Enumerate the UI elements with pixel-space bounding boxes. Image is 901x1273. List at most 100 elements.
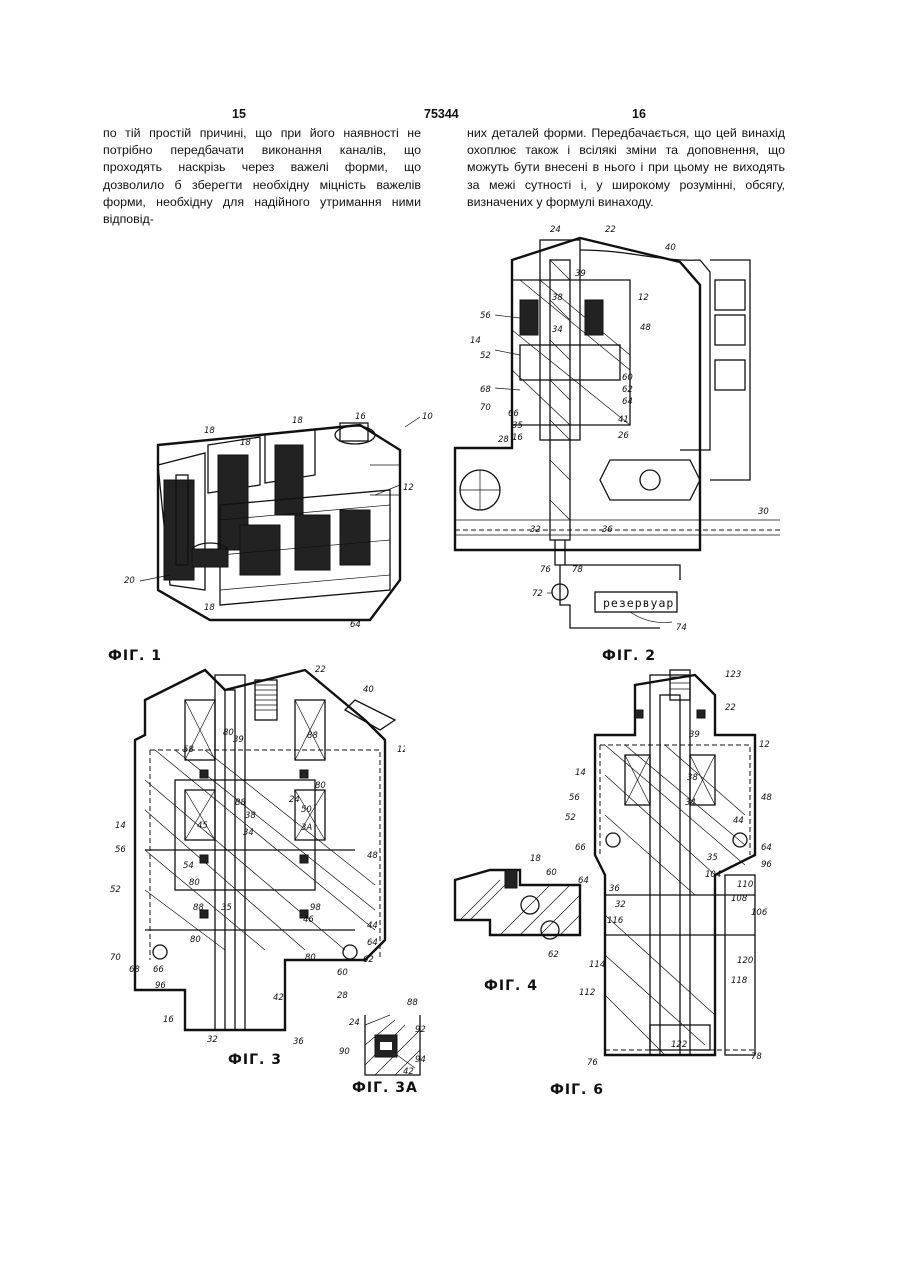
fig3-label: 12: [397, 745, 405, 755]
fig6-label: 38: [687, 773, 698, 783]
fig6-label: 52: [565, 813, 576, 823]
fig6-label: 36: [609, 884, 620, 894]
fig3-label: 80: [189, 878, 200, 888]
fig3-label: 14: [115, 821, 126, 831]
fig3-label: 70: [110, 953, 121, 963]
figure-6-drawing: 123 22 39 12 14 56 38 48 52 34 44 66 35 …: [565, 665, 785, 1090]
fig2-label: 40: [665, 243, 676, 253]
fig2-label: 26: [618, 431, 629, 441]
fig2-label: 68: [480, 385, 491, 395]
fig6-label: 48: [761, 793, 772, 803]
fig3-label: 64: [367, 938, 378, 948]
fig2-label: 62: [622, 385, 633, 395]
fig6-label: 118: [731, 976, 748, 986]
fig2-label: 72: [532, 589, 543, 599]
fig3-label: 88: [193, 903, 204, 913]
figure-4-caption: ФІГ. 4: [484, 978, 538, 994]
fig6-label: 22: [725, 703, 736, 713]
fig2-label: 28: [498, 435, 509, 445]
fig6-label: 122: [671, 1040, 687, 1050]
fig4-label: 60: [546, 868, 557, 878]
fig6-label: 108: [731, 894, 748, 904]
fig3a-body: [365, 1015, 420, 1075]
fig6-label: 44: [733, 816, 744, 826]
fig3-label: 48: [367, 851, 378, 861]
fig1-label: 10: [422, 412, 433, 422]
figure-3a-caption: ФІГ. 3А: [352, 1080, 418, 1096]
fig3-label: 24: [289, 795, 300, 805]
fig3-label: 3А: [301, 823, 312, 833]
fig3a-label: 90: [339, 1047, 350, 1057]
fig3-label: 80: [315, 781, 326, 791]
fig2-label: 30: [758, 507, 769, 517]
fig2-label: 14: [470, 336, 481, 346]
fig3-label: 42: [273, 993, 284, 1003]
fig3-label: 96: [155, 981, 166, 991]
fig2-label: 34: [552, 325, 563, 335]
fig6-label: 76: [587, 1058, 598, 1068]
fig3-label: 39: [233, 735, 244, 745]
fig3-label: 44: [367, 921, 378, 931]
fig3a-label: 42: [403, 1067, 414, 1077]
fig6-label: 64: [761, 843, 772, 853]
fig6-label: 32: [615, 900, 626, 910]
fig3a-label: 24: [349, 1018, 360, 1028]
fig2-label: 66: [508, 409, 519, 419]
figure-2-caption: ФІГ. 2: [602, 648, 656, 664]
fig4-label: 18: [530, 854, 541, 864]
fig2-label: 36: [602, 525, 613, 535]
fig3-label: 68: [129, 965, 140, 975]
fig6-label: 35: [707, 853, 718, 863]
fig1-label: 18: [204, 603, 215, 613]
fig3-label: 60: [337, 968, 348, 978]
fig2-label: 64: [622, 397, 633, 407]
fig2-label: 78: [572, 565, 583, 575]
fig3-label: 80: [190, 935, 201, 945]
fig2-label: 39: [575, 269, 586, 279]
fig3-label: 34: [243, 828, 254, 838]
fig3a-label: 94: [415, 1055, 426, 1065]
fig1-body: [158, 423, 400, 620]
fig6-label: 96: [761, 860, 772, 870]
figure-1-drawing: 10 12 16 18 18 18 18 20 64: [100, 405, 445, 655]
fig2-label: 32: [530, 525, 541, 535]
fig3-label: 46: [303, 915, 314, 925]
fig6-label: 78: [751, 1052, 762, 1062]
fig2-label: 76: [540, 565, 551, 575]
fig3-label: 58: [183, 745, 194, 755]
fig6-label: 39: [689, 730, 700, 740]
fig3-label: 50: [301, 805, 312, 815]
fig2-label: 48: [640, 323, 651, 333]
fig4-body: [455, 870, 580, 939]
fig6-label: 112: [579, 988, 595, 998]
fig2-label: 41: [618, 415, 629, 425]
fig2-label: 24: [550, 225, 561, 235]
fig3-label: 22: [315, 665, 326, 675]
figure-2-drawing: 24 22 40 39 12 38 56 14 34 48 52 60 62 6…: [450, 220, 780, 635]
fig3-label: 52: [110, 885, 121, 895]
fig6-label: 12: [759, 740, 770, 750]
fig2-label: 60: [622, 373, 633, 383]
fig3-label: 80: [305, 953, 316, 963]
fig3-label: 66: [153, 965, 164, 975]
fig1-label: 12: [403, 483, 414, 493]
figure-3a-drawing: 88 24 92 90 94 42: [335, 990, 445, 1080]
fig6-body: [595, 670, 755, 1055]
reservoir-label: резервуар: [603, 596, 674, 610]
fig2-label: 74: [676, 623, 687, 633]
left-page-number: 15: [232, 107, 246, 121]
fig2-label: 35: [512, 421, 523, 431]
right-text-column: них деталей форми. Передбачається, що це…: [467, 125, 785, 211]
fig6-label: 14: [575, 768, 586, 778]
left-text-column: по тій простій причині, що при його наяв…: [103, 125, 421, 228]
fig6-label: 34: [685, 798, 696, 808]
fig1-label: 18: [240, 438, 251, 448]
figure-6-caption: ФІГ. 6: [550, 1082, 604, 1098]
fig3-label: 32: [207, 1035, 218, 1045]
right-paragraph: них деталей форми. Передбачається, що це…: [467, 125, 785, 211]
fig6-label: 116: [607, 916, 624, 926]
fig6-label: 66: [575, 843, 586, 853]
fig1-label: 64: [350, 620, 361, 630]
fig6-label: 120: [737, 956, 753, 966]
fig3-label: 54: [183, 861, 194, 871]
